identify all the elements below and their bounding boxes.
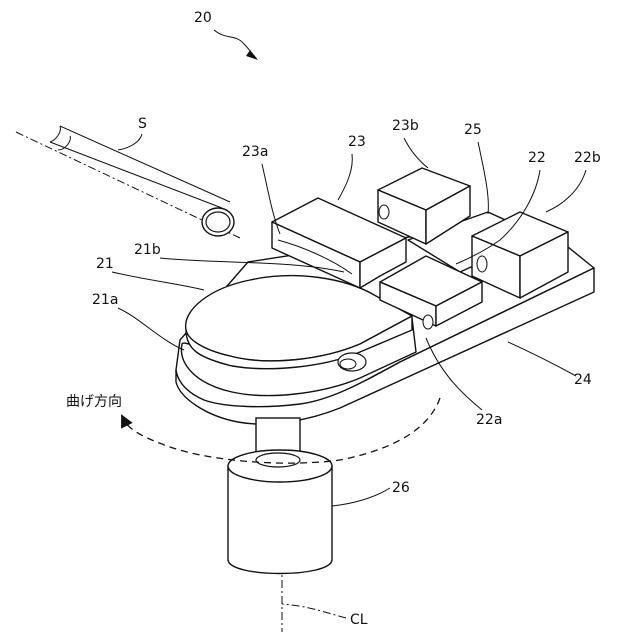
label-23b: 23b	[392, 118, 419, 134]
leader-22b	[546, 170, 586, 212]
leader-s	[118, 134, 142, 150]
leader-23b	[404, 138, 428, 168]
leader-21a	[118, 308, 184, 350]
label-23a: 23a	[242, 144, 268, 160]
leader-24	[508, 342, 576, 376]
label-cl: CL	[350, 612, 368, 628]
leader-cl	[282, 604, 346, 618]
leader-23	[338, 154, 352, 200]
label-21: 21	[96, 256, 114, 272]
label-22a: 22a	[476, 412, 502, 428]
label-21a: 21a	[92, 292, 118, 308]
arrow-20	[246, 50, 258, 60]
label-23: 23	[348, 134, 366, 150]
label-22: 22	[528, 150, 546, 166]
shaft-26	[228, 418, 332, 574]
label-22b: 22b	[574, 150, 601, 166]
leader-25	[478, 142, 488, 214]
label-25: 25	[464, 122, 482, 138]
label-24: 24	[574, 372, 592, 388]
label-s: S	[138, 116, 147, 132]
leader-21	[112, 272, 204, 290]
label-direction: 曲げ方向	[66, 394, 122, 410]
label-21b: 21b	[134, 242, 161, 258]
label-20: 20	[194, 10, 212, 26]
leader-26	[332, 488, 390, 506]
label-26: 26	[392, 480, 410, 496]
pipe-s	[16, 126, 240, 238]
